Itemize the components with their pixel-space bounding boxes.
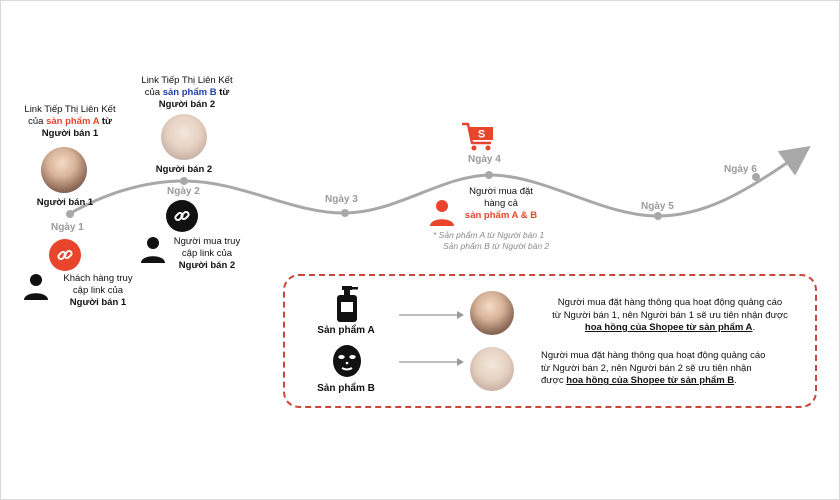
seller1-name: Người bán 1: [36, 197, 94, 208]
person-icon: [430, 200, 454, 226]
person-icon: [24, 274, 48, 300]
day4-note: * Sản phẩm A từ Người bán 1 Sản phẩm B t…: [433, 230, 550, 251]
customer2-caption: Người mua truy cập link của Người bán 2: [173, 236, 241, 271]
product-a-info: Người mua đặt hàng thông qua hoạt động q…: [552, 297, 788, 333]
timeline-node-day1: [66, 210, 74, 218]
customer1-caption: Khách hàng truy cập link của Người bán 1: [63, 273, 133, 308]
cart-letter: S: [478, 129, 485, 141]
seller2-avatar: [161, 114, 207, 160]
seller1-avatar: [41, 147, 87, 193]
arrow-product-a: [399, 311, 464, 319]
bottle-icon: [337, 286, 358, 322]
person-icon: [141, 237, 165, 263]
product-a-label: Sản phẩm A: [317, 325, 375, 336]
product-b-label: Sản phẩm B: [317, 383, 375, 394]
product-b-info: Người mua đặt hàng thông qua hoạt động q…: [541, 350, 766, 386]
seller1-link-caption: Link Tiếp Thị Liên Kết của sản phẩm A từ…: [24, 104, 116, 139]
timeline-node-day4: [485, 171, 493, 179]
seller1-avatar-small: [470, 291, 514, 335]
day-label-1: Ngày 1: [51, 222, 84, 233]
arrow-product-b: [399, 358, 464, 366]
timeline-node-day5: [654, 212, 662, 220]
day-label-2: Ngày 2: [167, 186, 200, 197]
shopee-cart-icon: S: [462, 122, 493, 151]
day-label-3: Ngày 3: [325, 194, 358, 205]
timeline-node-day3: [341, 209, 349, 217]
timeline-node-day6: [752, 173, 760, 181]
day-label-5: Ngày 5: [641, 201, 674, 212]
seller2-avatar-small: [470, 347, 514, 391]
commission-info-box: [283, 274, 817, 408]
seller2-link-caption: Link Tiếp Thị Liên Kết của sản phẩm B từ…: [141, 75, 233, 110]
seller2-name: Người bán 2: [155, 164, 213, 175]
link-icon: [49, 239, 81, 271]
day-label-4: Ngày 4: [468, 154, 501, 165]
day4-caption: Người mua đặt hàng cả sản phẩm A & B: [464, 186, 538, 221]
day-label-6: Ngày 6: [724, 164, 757, 175]
timeline-node-day2: [180, 177, 188, 185]
link-icon: [166, 200, 198, 232]
face-mask-icon: [333, 345, 361, 377]
